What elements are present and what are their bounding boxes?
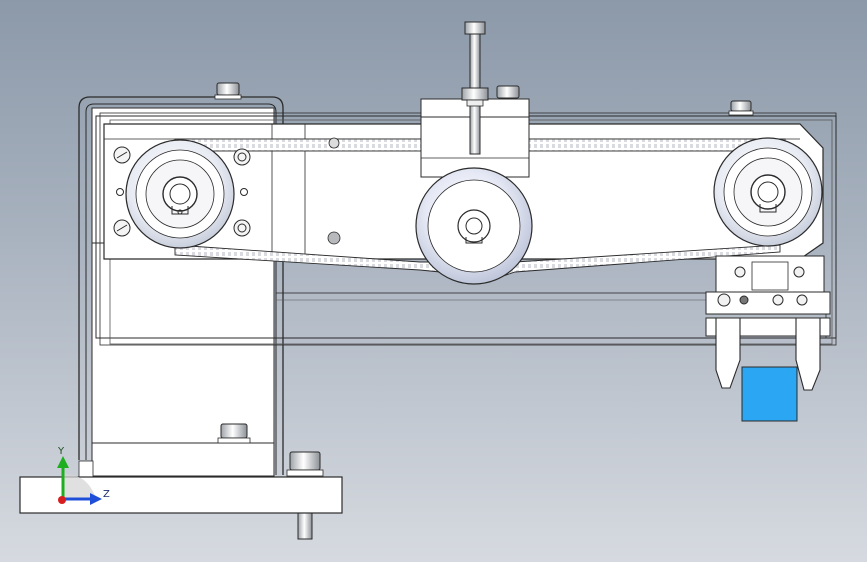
blue-workpiece-block[interactable]	[741, 366, 798, 422]
y-axis-label: Y	[57, 446, 65, 457]
x-axis-origin	[58, 496, 66, 504]
tension-adjust-bolt[interactable]	[461, 21, 489, 155]
coordinate-triad: Y Z	[57, 446, 110, 505]
pneumatic-gripper[interactable]	[705, 255, 831, 391]
motor-mount-screws	[113, 137, 341, 245]
top-cap-screws	[214, 82, 754, 116]
base-cap-screws	[78, 423, 324, 540]
z-axis-label: Z	[103, 489, 110, 500]
center-idler-pulley[interactable]	[415, 167, 533, 285]
left-pulley[interactable]	[125, 139, 235, 249]
right-pulley[interactable]	[713, 137, 823, 247]
